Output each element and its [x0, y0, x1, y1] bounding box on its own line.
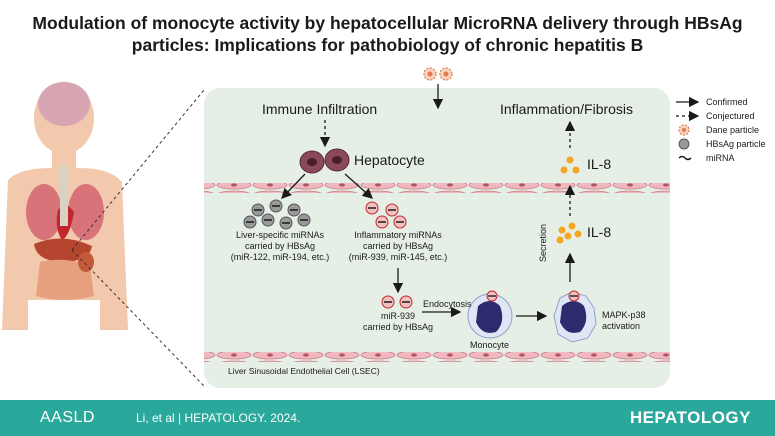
monocyte-label: Monocyte: [470, 340, 510, 350]
lsec-label: Liver Sinusoidal Endothelial Cell (LSEC): [228, 366, 380, 376]
legend-hbsag-particle-icon: [678, 138, 690, 150]
secretion-label: Secretion: [538, 223, 548, 262]
legend-conjectured-label: Conjectured: [706, 111, 755, 121]
legend-hbsag-label: HBsAg particle: [706, 139, 766, 149]
footer-logo: AASLD: [40, 409, 95, 426]
inflammation-fibrosis-label: Inflammation/Fibrosis: [500, 101, 634, 117]
lung-right-icon: [68, 184, 104, 240]
legend-mirna-icon: [678, 155, 692, 161]
legend-dane-label: Dane particle: [706, 125, 760, 135]
hbsag-particle-group-inflammatory: [365, 201, 407, 229]
endothelium-upper: [204, 183, 670, 193]
intestine-icon: [36, 259, 94, 300]
kidney-icon: [78, 252, 94, 272]
human-body-illustration: [2, 82, 128, 330]
footer-bar: AASLD Li, et al | HEPATOLOGY. 2024. HEPA…: [0, 400, 775, 436]
footer-journal: HEPATOLOGY: [629, 408, 751, 427]
endothelium-lower: [204, 352, 670, 362]
hepatocyte-icon: [299, 148, 350, 174]
legend-confirmed-label: Confirmed: [706, 97, 748, 107]
mapk-label: MAPK-p38 activation: [602, 310, 646, 331]
hbsag-particle-group-liver: [243, 199, 311, 230]
dane-particle-icon: [423, 67, 453, 81]
inflammatory-mirnas-label: Inflammatory miRNAs carried by HBsAg (mi…: [348, 230, 448, 262]
il8-cluster-top: [560, 156, 580, 174]
immune-infiltration-label: Immune Infiltration: [262, 101, 378, 117]
activated-monocyte-icon: [553, 290, 597, 343]
il8-mid-label: IL-8: [587, 224, 612, 240]
monocyte-icon: [467, 290, 513, 339]
page-title: Modulation of monocyte activity by hepat…: [32, 13, 743, 55]
il8-top-label: IL-8: [587, 156, 612, 172]
brain-icon: [38, 82, 90, 126]
liver-mirnas-label: Liver-specific miRNAs carried by HBsAg (…: [230, 230, 330, 262]
footer-citation: Li, et al | HEPATOLOGY. 2024.: [136, 411, 301, 425]
legend: [676, 96, 700, 161]
mir939-particles: [381, 295, 413, 309]
lung-left-icon: [26, 184, 62, 240]
endocytosis-label: Endocytosis: [423, 299, 472, 309]
il8-cluster-mid: [556, 222, 582, 244]
legend-mirna-label: miRNA: [706, 153, 735, 163]
mir939-label: miR-939 carried by HBsAg: [362, 311, 434, 332]
hepatocyte-label: Hepatocyte: [354, 152, 425, 168]
